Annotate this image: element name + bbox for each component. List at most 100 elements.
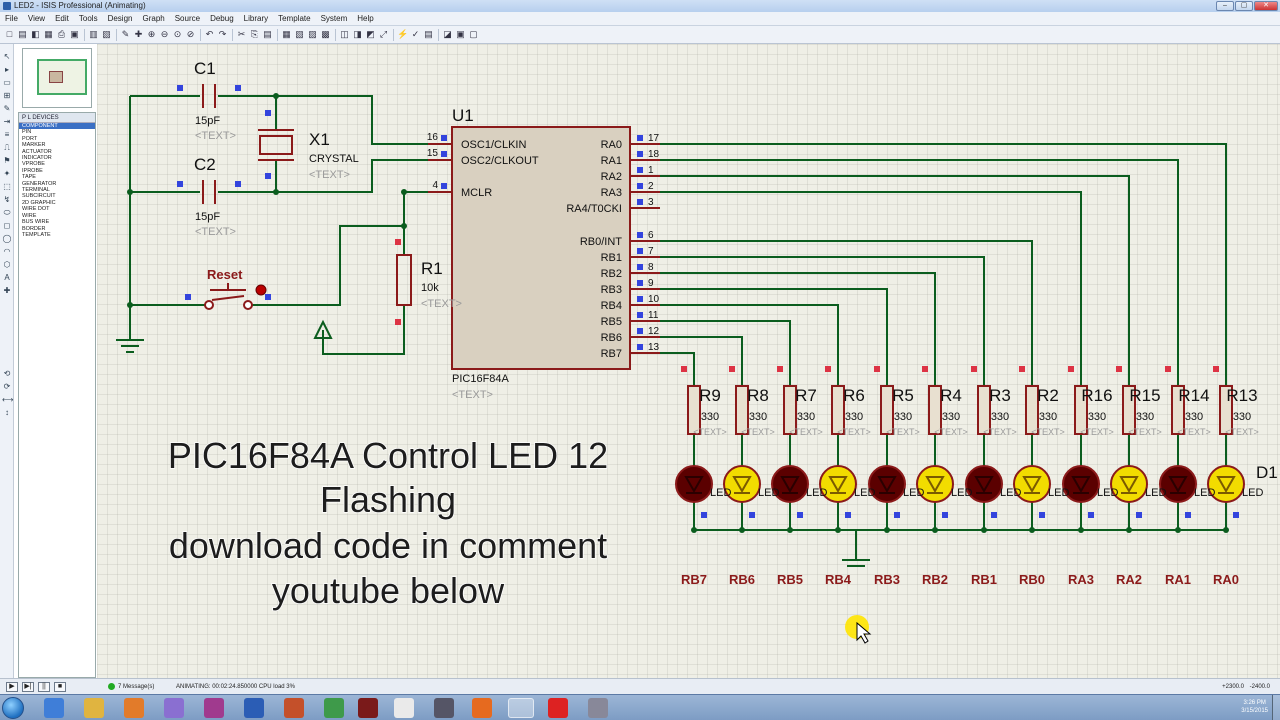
device-item[interactable]: INDICATOR — [22, 155, 52, 162]
mode-tool-icon[interactable]: ◯ — [2, 234, 12, 243]
toolbar-tool-icon[interactable]: ▣ — [70, 29, 79, 39]
close-button[interactable]: ✕ — [1254, 1, 1278, 11]
toolbar-tool-icon[interactable]: ✎ — [121, 29, 130, 39]
toolbar-tool-icon[interactable]: ▤ — [263, 29, 272, 39]
play-button[interactable]: ▶ — [6, 682, 18, 692]
mode-tool-icon[interactable]: ◻ — [3, 221, 11, 230]
menu-graph[interactable]: Graph — [142, 14, 165, 23]
taskbar-camtasia-icon[interactable] — [548, 698, 568, 718]
show-desktop-button[interactable] — [1272, 695, 1280, 720]
toolbar-tool-icon[interactable]: ▩ — [321, 29, 330, 39]
taskbar-media-icon[interactable] — [124, 698, 144, 718]
message-count[interactable]: 7 Message(s) — [118, 684, 155, 690]
device-item[interactable]: TEMPLATE — [22, 231, 51, 238]
toolbar-tool-icon[interactable]: ◧ — [31, 29, 40, 39]
mode-tool-icon[interactable]: ⬡ — [3, 260, 11, 269]
taskbar-app-icon[interactable] — [164, 698, 184, 718]
toolbar-tool-icon[interactable]: ↶ — [205, 29, 214, 39]
device-item[interactable]: MARKER — [22, 142, 46, 149]
mode-tool-icon[interactable]: ≡ — [4, 130, 10, 139]
taskbar-app2-icon[interactable] — [204, 698, 224, 718]
toolbar-tool-icon[interactable]: ▧ — [295, 29, 304, 39]
mode-tool-icon[interactable]: A — [4, 273, 10, 282]
toolbar-tool-icon[interactable]: ▦ — [282, 29, 291, 39]
mode-tool-icon[interactable]: ✦ — [3, 169, 11, 178]
toolbar-tool-icon[interactable]: ▨ — [308, 29, 317, 39]
maximize-button[interactable]: ▢ — [1235, 1, 1253, 11]
device-item[interactable]: TAPE — [22, 174, 36, 181]
mode-tool-icon[interactable]: ↕ — [5, 408, 9, 417]
toolbar-tool-icon[interactable]: ⊘ — [186, 29, 195, 39]
mode-tool-icon[interactable]: ▸ — [4, 65, 9, 74]
mode-tool-icon[interactable]: ⟳ — [3, 382, 11, 391]
toolbar-tool-icon[interactable]: ✚ — [134, 29, 143, 39]
device-item[interactable]: PIN — [22, 129, 32, 136]
toolbar-tool-icon[interactable]: ⊖ — [160, 29, 169, 39]
toolbar-tool-icon[interactable]: ✂ — [237, 29, 246, 39]
toolbar-tool-icon[interactable]: ▥ — [89, 29, 98, 39]
menu-library[interactable]: Library — [243, 14, 269, 23]
device-item[interactable]: WIRE DOT — [22, 206, 50, 213]
menu-design[interactable]: Design — [107, 14, 133, 23]
taskbar-app7-icon[interactable] — [588, 698, 608, 718]
toolbar-tool-icon[interactable]: ✓ — [411, 29, 420, 39]
menu-help[interactable]: Help — [357, 14, 374, 23]
taskbar-app6-icon[interactable] — [434, 698, 454, 718]
taskbar-isis-icon[interactable] — [508, 698, 534, 718]
taskbar-firefox-icon[interactable] — [472, 698, 492, 718]
toolbar-tool-icon[interactable]: ⤢ — [379, 29, 388, 39]
step-button[interactable]: ▶| — [22, 682, 34, 692]
toolbar-tool-icon[interactable]: ◨ — [353, 29, 362, 39]
toolbar-tool-icon[interactable]: ▦ — [44, 29, 53, 39]
toolbar-tool-icon[interactable]: ↷ — [218, 29, 227, 39]
toolbar-tool-icon[interactable]: ▢ — [469, 29, 478, 39]
minimize-button[interactable]: – — [1216, 1, 1234, 11]
toolbar-tool-icon[interactable]: ⊕ — [147, 29, 156, 39]
taskbar-app4-icon[interactable] — [358, 698, 378, 718]
toolbar-tool-icon[interactable]: ◫ — [340, 29, 349, 39]
taskbar-app3-icon[interactable] — [324, 698, 344, 718]
mode-tool-icon[interactable]: ⟲ — [3, 369, 11, 378]
menu-template[interactable]: Template — [278, 14, 311, 23]
start-button[interactable] — [2, 697, 24, 719]
menu-file[interactable]: File — [5, 14, 18, 23]
device-item[interactable]: 2D GRAPHIC — [22, 199, 56, 206]
toolbar-tool-icon[interactable]: ⎙ — [57, 29, 66, 39]
menu-view[interactable]: View — [27, 14, 46, 23]
device-item[interactable]: WIRE — [22, 212, 37, 219]
menu-edit[interactable]: Edit — [55, 14, 69, 23]
menu-tools[interactable]: Tools — [78, 14, 98, 23]
menu-system[interactable]: System — [320, 14, 348, 23]
taskbar-ppt-icon[interactable] — [284, 698, 304, 718]
stop-button[interactable]: ■ — [54, 682, 66, 692]
device-item[interactable]: VPROBE — [22, 161, 45, 168]
mode-tool-icon[interactable]: ↖ — [3, 52, 11, 61]
toolbar-tool-icon[interactable]: ▤ — [424, 29, 433, 39]
mode-tool-icon[interactable]: ⬭ — [3, 208, 11, 217]
taskbar-app5-icon[interactable] — [394, 698, 414, 718]
toolbar-tool-icon[interactable]: ▧ — [102, 29, 111, 39]
pause-button[interactable]: || — [38, 682, 50, 692]
toolbar-tool-icon[interactable]: ⚡ — [397, 29, 409, 39]
overview-window[interactable] — [22, 48, 92, 108]
device-item[interactable]: BUS WIRE — [22, 219, 50, 226]
mode-tool-icon[interactable]: ⎍ — [4, 143, 10, 152]
toolbar-tool-icon[interactable]: ◪ — [443, 29, 452, 39]
device-item[interactable]: IPROBE — [22, 167, 43, 174]
device-item[interactable]: GENERATOR — [22, 180, 57, 187]
device-item[interactable]: COMPONENT — [19, 123, 95, 130]
toolbar-tool-icon[interactable]: □ — [6, 29, 13, 39]
device-item[interactable]: BORDER — [22, 225, 46, 232]
toolbar-tool-icon[interactable]: ⊙ — [173, 29, 182, 39]
mode-tool-icon[interactable]: ✚ — [3, 286, 11, 295]
mode-tool-icon[interactable]: ⬚ — [3, 182, 11, 191]
mode-tool-icon[interactable]: ⟷ — [2, 395, 14, 404]
taskbar-ie-icon[interactable] — [44, 698, 64, 718]
mode-tool-icon[interactable]: ◠ — [3, 247, 11, 256]
menu-source[interactable]: Source — [174, 14, 201, 23]
device-item[interactable]: PORT — [22, 135, 38, 142]
menu-debug[interactable]: Debug — [210, 14, 234, 23]
clock[interactable]: 3:26 PM 3/15/2015 — [1241, 699, 1268, 715]
mode-tool-icon[interactable]: ⚑ — [3, 156, 11, 165]
